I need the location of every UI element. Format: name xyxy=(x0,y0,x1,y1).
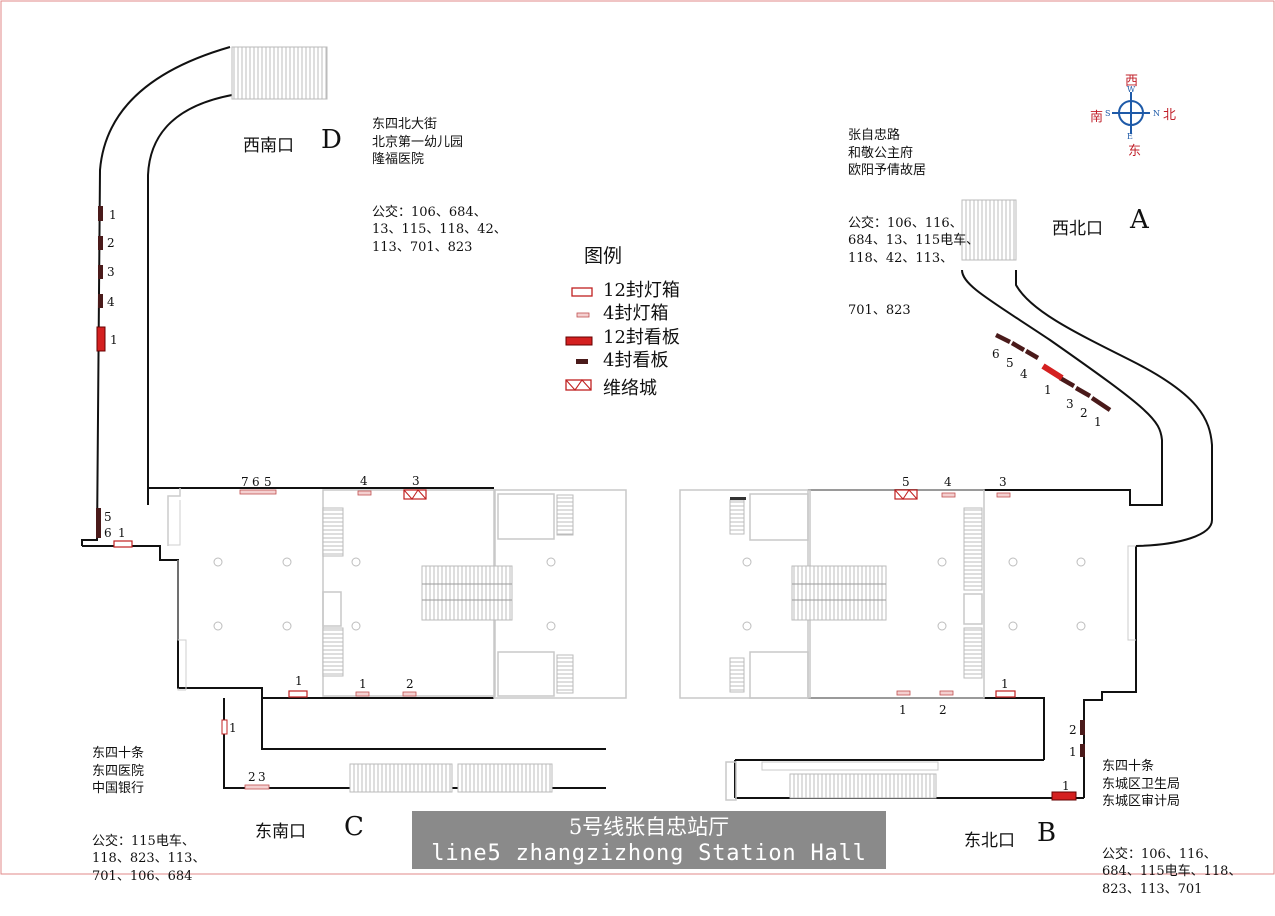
east-hall xyxy=(679,269,1213,801)
ads xyxy=(96,206,1112,801)
ad-number: 4 xyxy=(944,475,952,489)
exit-a-name: 西北口 xyxy=(1052,219,1103,239)
ad-number: 2 xyxy=(939,703,947,717)
ad-number: 4 xyxy=(1020,367,1028,381)
ad-number: 3 xyxy=(999,475,1007,489)
ad-number: 2 xyxy=(1080,406,1088,420)
exit-b-info: 东四十条东城区卫生局东城区审计局 公交：106、116、684、115电车、11… xyxy=(1102,759,1242,897)
compass-south-letter: S xyxy=(1105,109,1111,118)
ad-number: 5 xyxy=(902,475,910,489)
exit-c-letter: C xyxy=(344,812,364,842)
page-border xyxy=(0,0,1275,875)
ad-number: 6 xyxy=(104,526,112,540)
ad-number: 5 xyxy=(1006,356,1014,370)
legend-item-board-12: 12封看板 xyxy=(603,327,680,348)
station-map xyxy=(0,0,1275,875)
exit-a-letter: A xyxy=(1130,205,1149,235)
legend-item-vlocity: 维络城 xyxy=(603,378,657,399)
ad-number: 7 xyxy=(241,475,249,489)
legend-item-lightbox-12: 12封灯箱 xyxy=(603,280,680,301)
ad-number: 1 xyxy=(229,721,237,735)
ad-number: 1 xyxy=(899,703,907,717)
ad-number: 4 xyxy=(360,474,368,488)
ad-number: 2 xyxy=(248,770,256,784)
ad-number: 2 xyxy=(406,677,414,691)
compass-east-label: 东 xyxy=(1128,144,1142,159)
compass-west-label: 西 xyxy=(1125,74,1139,89)
ad-number: 1 xyxy=(1044,383,1052,397)
compass-west-letter: W xyxy=(1127,85,1136,94)
ad-number: 1 xyxy=(1094,415,1102,429)
compass-north-label: 北 xyxy=(1163,108,1177,123)
legend-item-lightbox-4: 4封灯箱 xyxy=(603,303,669,324)
exit-d-info: 东四北大街北京第一幼儿园隆福医院 公交：106、684、13、115、118、4… xyxy=(372,117,507,255)
compass-north-letter: N xyxy=(1153,109,1160,118)
ad-number: 2 xyxy=(107,236,115,250)
ad-number: 5 xyxy=(104,510,112,524)
ad-number: 4 xyxy=(107,295,115,309)
exit-a-info: 张自忠路和敬公主府欧阳予倩故居 公交：106、116、684、13、115电车、… xyxy=(848,128,980,318)
ad-number: 6 xyxy=(252,475,260,489)
station-title-banner: 5号线张自忠站厅 line5 zhangzizhong Station Hall xyxy=(412,811,886,869)
exit-b-name: 东北口 xyxy=(964,831,1015,851)
legend-symbols xyxy=(565,287,593,391)
exit-d-letter: D xyxy=(321,125,342,155)
compass-icon xyxy=(1112,92,1150,134)
compass-south-label: 南 xyxy=(1090,110,1104,125)
exit-c-corridor xyxy=(223,698,606,793)
legend-title: 图例 xyxy=(584,245,623,267)
exit-d-corridor xyxy=(81,46,233,546)
station-title-cn: 5号线张自忠站厅 xyxy=(568,815,730,839)
ad-number: 1 xyxy=(1001,677,1009,691)
ad-number: 1 xyxy=(1062,779,1070,793)
ad-number: 1 xyxy=(109,208,117,222)
ad-number: 3 xyxy=(107,265,115,279)
ad-number: 1 xyxy=(118,526,126,540)
exit-d-name: 西南口 xyxy=(243,136,294,156)
ad-number: 3 xyxy=(1066,397,1074,411)
ad-number: 5 xyxy=(264,475,272,489)
ad-number: 3 xyxy=(412,474,420,488)
ad-number: 1 xyxy=(359,677,367,691)
ad-number: 6 xyxy=(992,347,1000,361)
exit-a-stairs xyxy=(961,199,1017,261)
ad-number: 1 xyxy=(1069,745,1077,759)
exit-c-name: 东南口 xyxy=(255,822,306,842)
ad-number: 3 xyxy=(258,770,266,784)
legend-item-board-4: 4封看板 xyxy=(603,350,669,371)
ad-number: 1 xyxy=(295,674,303,688)
exit-b-letter: B xyxy=(1037,818,1057,848)
exit-c-info: 东四十条东四医院中国银行 公交：115电车、118、823、113、701、10… xyxy=(92,746,206,884)
ad-number: 1 xyxy=(110,333,118,347)
station-title-en: line5 zhangzizhong Station Hall xyxy=(431,841,867,866)
west-hall xyxy=(82,487,627,699)
exit-d-stairs xyxy=(231,46,328,100)
ad-number: 2 xyxy=(1069,723,1077,737)
compass-east-letter: E xyxy=(1127,132,1133,141)
